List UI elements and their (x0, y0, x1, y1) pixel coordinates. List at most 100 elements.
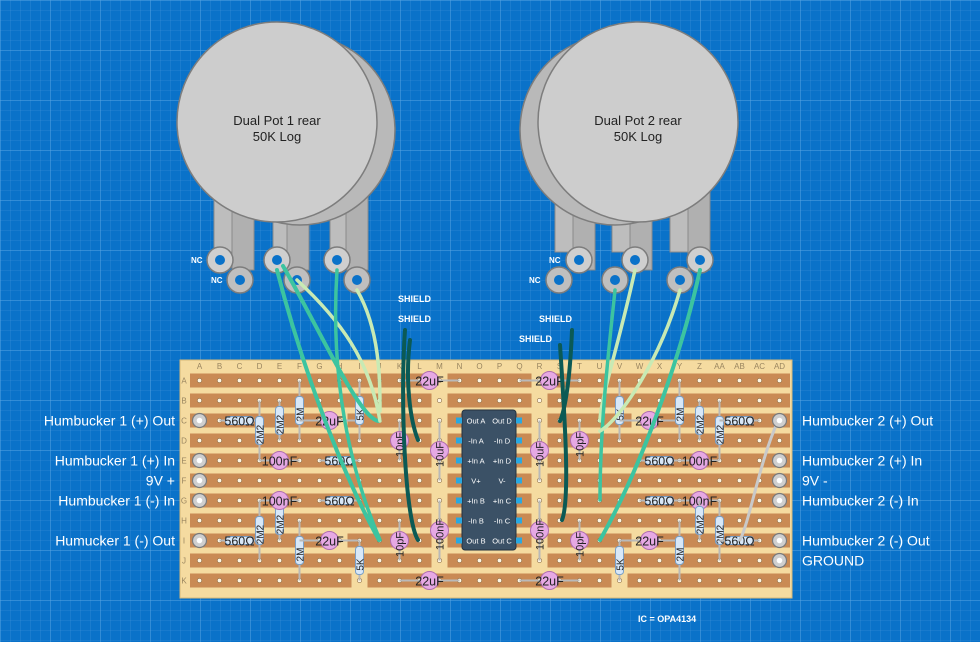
column-label-N: N (457, 362, 463, 371)
capacitor-body (420, 571, 439, 590)
board-hole (656, 557, 662, 563)
resistor-2m2-right-2[interactable]: 2M2 (715, 400, 727, 461)
capacitor-label: 22uF (535, 575, 564, 589)
board-hole (237, 497, 243, 503)
ic-pin (456, 517, 462, 524)
cap-100nf-right-1[interactable]: 100nF (679, 451, 720, 470)
resistor-560-right-mid-2[interactable]: 560Ω (639, 495, 680, 509)
cap-10pf-right-bottom[interactable]: 10pF (570, 520, 589, 561)
ic-pin (516, 417, 522, 424)
board-hole (636, 437, 642, 443)
resistor-2m2-left-3[interactable]: 2M2 (255, 500, 267, 561)
resistor-560-right-mid-1[interactable]: 560Ω (639, 455, 680, 469)
pot-1-nc-label-rear: NC (211, 276, 223, 285)
capacitor-body (420, 371, 439, 390)
board-hole (237, 477, 243, 483)
resistor-2m-left-2[interactable]: 2M (295, 520, 307, 581)
board-hole (716, 377, 722, 383)
column-label-Z: Z (697, 362, 702, 371)
capacitor-body (540, 371, 559, 390)
column-label-K: K (397, 362, 403, 371)
pad-right-hole (776, 457, 783, 464)
cap-22uf-top-left[interactable]: 22uF (399, 371, 460, 390)
label-right: Humbucker 2 (+) In (802, 453, 922, 469)
column-label-AC: AC (754, 362, 765, 371)
row-label-D: D (181, 437, 187, 446)
cap-10uf-right[interactable]: 10uF (530, 420, 549, 481)
board-hole (276, 377, 282, 383)
copper-strip-J (190, 553, 790, 568)
board-hole (276, 577, 282, 583)
resistor-2m2-right-4[interactable]: 2M2 (715, 500, 727, 561)
ic-pin (456, 417, 462, 424)
resistor-2m2-left-1[interactable]: 2M2 (255, 400, 267, 461)
label-left: Humbucker 1 (+) Out (44, 413, 175, 429)
cap-22uf-bottom-left[interactable]: 22uF (399, 571, 460, 590)
resistor-2m2-right-3[interactable]: 2M2 (695, 500, 707, 541)
cap-100nf-left-1[interactable]: 100nF (259, 451, 300, 470)
cap-10pf-right-top[interactable]: 10pF (570, 420, 589, 461)
board-hole (576, 397, 582, 403)
cap-10pf-left-bottom[interactable]: 10pF (390, 520, 409, 561)
board-hole (496, 377, 502, 383)
board-hole (356, 517, 362, 523)
board-hole (556, 477, 562, 483)
board-hole (596, 377, 602, 383)
ic-pin-label-left: -In B (468, 517, 484, 526)
capacitor-label: 10pF (395, 532, 407, 557)
board-hole (197, 557, 203, 563)
resistor-560-left-bottom[interactable]: 560Ω (219, 535, 260, 549)
shield-label-2: SHIELD (398, 314, 432, 324)
resistor-2m2-right-1[interactable]: 2M2 (695, 400, 707, 441)
board-hole (616, 517, 622, 523)
pad-right-hole (776, 477, 783, 484)
components-layer: 560Ω560Ω2M22M22M2M22M22M22uF22uF100nF100… (219, 371, 760, 590)
board-hole (656, 437, 662, 443)
board-hole (516, 557, 522, 563)
column-label-M: M (436, 362, 443, 371)
board-hole (376, 577, 382, 583)
resistor-560-right-bottom[interactable]: 560Ω (719, 535, 760, 549)
cap-22uf-bottom-right[interactable]: 22uF (519, 571, 580, 590)
board-hole (376, 497, 382, 503)
cap-100nf-vertical-left[interactable]: 100nF (430, 500, 449, 561)
cap-10uf-left[interactable]: 10uF (430, 420, 449, 481)
resistor-label: 560Ω (324, 495, 354, 509)
board-hole (756, 577, 762, 583)
cap-100nf-vertical-right[interactable]: 100nF (530, 500, 549, 561)
board-hole (237, 577, 243, 583)
wires-layer (275, 264, 780, 542)
cap-22uf-top-right[interactable]: 22uF (519, 371, 580, 390)
row-label-G: G (181, 497, 187, 506)
cap-22uf-left-bottom[interactable]: 22uF (299, 531, 360, 550)
resistor-2m-right-2[interactable]: 2M (675, 520, 687, 581)
board-hole (376, 437, 382, 443)
resistor-560-right-top[interactable]: 560Ω (719, 415, 760, 429)
board-hole (396, 497, 402, 503)
board-hole (576, 477, 582, 483)
ic-pin-label-right: V- (498, 477, 506, 486)
resistor-body (675, 396, 684, 425)
resistor-2m-left-1[interactable]: 2M (295, 380, 307, 441)
resistor-5k-left-bottom[interactable]: 5K (355, 540, 367, 581)
column-label-F: F (297, 362, 302, 371)
column-label-B: B (217, 362, 222, 371)
wire-pot1-e (355, 288, 382, 413)
cap-22uf-right-bottom[interactable]: 22uF (619, 531, 680, 550)
ic-pin (456, 537, 462, 544)
resistor-5k-right-bottom[interactable]: 5K (615, 540, 627, 581)
board-hole (736, 377, 742, 383)
board-hole (756, 497, 762, 503)
resistor-560-left-top[interactable]: 560Ω (219, 415, 260, 429)
wire-shield-4 (558, 343, 569, 522)
resistor-label: 2M (296, 408, 307, 422)
resistor-2m2-left-2[interactable]: 2M2 (275, 400, 287, 441)
resistor-560-left-mid-2[interactable]: 560Ω (319, 495, 360, 509)
resistor-body (255, 416, 264, 445)
board-hole (616, 477, 622, 483)
resistor-2m-right-1[interactable]: 2M (675, 380, 687, 441)
cap-100nf-left-2[interactable]: 100nF (259, 491, 300, 510)
pot-2-title: Dual Pot 2 rear (594, 113, 682, 128)
